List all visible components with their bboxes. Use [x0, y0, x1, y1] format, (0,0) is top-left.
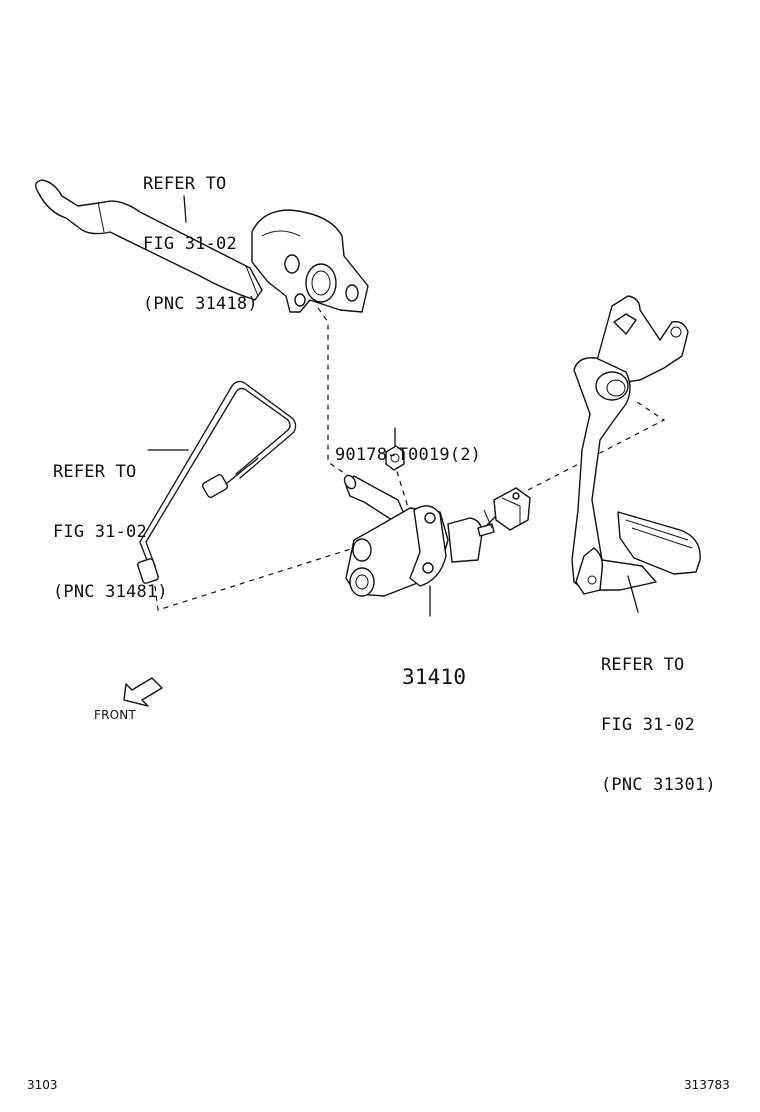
callout-hose: REFER TO FIG 31-02 (PNC 31418)	[143, 134, 258, 334]
footer-right: 313783	[684, 1078, 730, 1092]
leader-hose	[183, 195, 187, 223]
master-cylinder	[343, 474, 531, 597]
reservoir-hose	[35, 179, 369, 313]
callout-tube-line3: (PNC 31481)	[53, 582, 168, 602]
leader-pedal	[627, 575, 639, 613]
callout-tube: REFER TO FIG 31-02 (PNC 31481)	[53, 422, 168, 622]
callout-tube-line2: FIG 31-02	[53, 522, 147, 542]
ref-line-pedal	[527, 399, 666, 491]
callout-hose-line2: FIG 31-02	[143, 234, 237, 254]
clutch-tube	[137, 380, 297, 584]
callout-master-cylinder: 31410	[402, 617, 466, 709]
clutch-pedal	[571, 295, 701, 595]
callout-hose-line3: (PNC 31418)	[143, 294, 258, 314]
callout-pedal-line2: FIG 31-02	[601, 715, 695, 735]
front-arrow-icon	[123, 677, 163, 707]
callout-pedal-line1: REFER TO	[601, 655, 685, 675]
callout-pedal: REFER TO FIG 31-02 (PNC 31301)	[601, 615, 716, 815]
callout-hose-line1: REFER TO	[143, 174, 227, 194]
callout-master-cylinder-text: 31410	[402, 665, 467, 689]
front-label: FRONT	[94, 708, 136, 722]
callout-tube-line1: REFER TO	[53, 462, 137, 482]
callout-nut-text: 90178-T0019(2)	[335, 445, 482, 465]
ref-line-tube	[154, 547, 355, 611]
footer-left: 3103	[27, 1078, 58, 1092]
callout-nut: 90178-T0019(2)	[335, 405, 481, 485]
nut-part	[385, 445, 405, 471]
callout-pedal-line3: (PNC 31301)	[601, 775, 716, 795]
